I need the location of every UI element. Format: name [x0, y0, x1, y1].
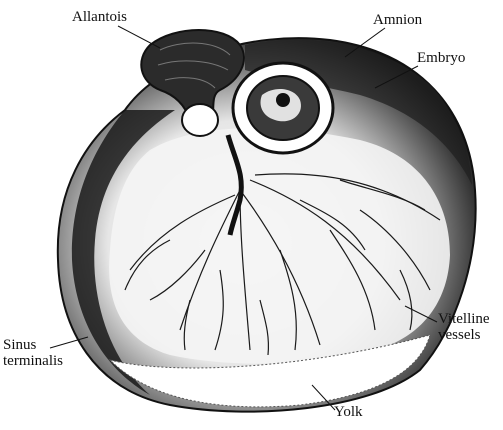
label-embryo: Embryo [417, 50, 465, 66]
label-vitelline-line1: Vitelline [438, 311, 490, 327]
embryo-eye [276, 93, 290, 107]
label-amnion: Amnion [373, 12, 422, 28]
label-allantois: Allantois [72, 9, 127, 25]
label-yolk: Yolk [334, 404, 363, 420]
label-sinus-line2: terminalis [3, 353, 63, 369]
leader-allantois [118, 26, 160, 48]
label-vitelline-line2: vessels [438, 327, 490, 343]
label-sinus-line1: Sinus [3, 337, 63, 353]
label-sinus-terminalis: Sinus terminalis [3, 337, 63, 369]
label-vitelline-vessels: Vitelline vessels [438, 311, 490, 343]
allantois-base [182, 104, 218, 136]
